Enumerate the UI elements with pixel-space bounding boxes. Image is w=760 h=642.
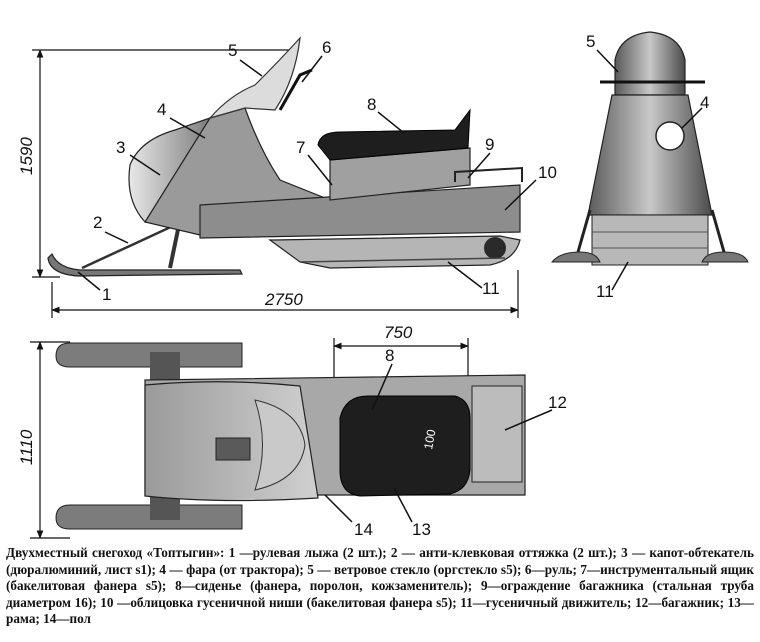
length-value: 2750 [264, 290, 303, 309]
track-wheel [484, 237, 506, 259]
length-dimension [51, 270, 519, 318]
ski-bracket-upper [150, 352, 180, 380]
handlebar [278, 68, 313, 111]
front-ski-right [701, 251, 749, 263]
top-headlight [215, 437, 251, 461]
label-8-top: 8 [385, 346, 394, 365]
label-7: 7 [296, 138, 305, 157]
track-rail [299, 257, 506, 263]
seat-mark: 100 [421, 428, 438, 450]
height-value: 1590 [17, 137, 36, 175]
label-4: 4 [157, 100, 166, 119]
top-leaders [324, 363, 553, 523]
label-5-front: 5 [586, 32, 595, 51]
side-numbers: 1 2 3 4 5 6 7 8 9 10 11 [93, 38, 557, 304]
top-windshield [254, 399, 306, 491]
label-2: 2 [93, 213, 102, 232]
luggage-rail [454, 166, 523, 182]
front-view [550, 31, 749, 266]
steering-ski [47, 252, 243, 277]
seat [317, 108, 471, 161]
front-numbers: 5 4 11 [586, 32, 709, 301]
label-12: 12 [548, 393, 567, 412]
front-track [591, 214, 709, 266]
seat-length-value: 750 [384, 323, 413, 342]
label-14: 14 [354, 520, 373, 539]
front-windshield [614, 31, 686, 96]
top-view: 1110 750 100 [17, 323, 526, 539]
figure-caption: Двухместный снегоход «Топтыгин»: 1 —руле… [6, 545, 754, 627]
height-dimension [32, 49, 290, 278]
top-ski-upper [55, 342, 243, 368]
front-ski-leg-left [576, 209, 592, 253]
anti-dive-strut [81, 223, 176, 270]
top-rack [471, 385, 523, 483]
width-dimension [30, 341, 70, 539]
label-8: 8 [367, 95, 376, 114]
top-ski-lower [55, 504, 243, 530]
windshield [208, 36, 301, 120]
headlight [655, 121, 685, 151]
front-leaders [596, 49, 703, 291]
track [268, 235, 521, 269]
snowmobile-drawing: 1590 2750 [17, 31, 749, 539]
label-11-side: 11 [482, 279, 500, 298]
label-1: 1 [102, 285, 111, 304]
label-5: 5 [228, 41, 237, 60]
label-3: 3 [116, 138, 125, 157]
label-13: 13 [412, 520, 431, 539]
front-body-shell [587, 94, 713, 216]
side-leaders [77, 55, 537, 291]
label-9: 9 [485, 135, 494, 154]
width-value: 1110 [17, 429, 36, 465]
label-4-front: 4 [700, 93, 709, 112]
top-seat [339, 395, 471, 497]
top-numbers: 8 12 13 14 [354, 346, 567, 539]
front-ski-left [550, 251, 601, 263]
label-6: 6 [322, 38, 331, 57]
label-11-front: 11 [596, 282, 614, 301]
front-ski-leg-right [710, 209, 726, 253]
label-10: 10 [538, 163, 557, 182]
side-view: 1590 2750 [17, 36, 523, 318]
